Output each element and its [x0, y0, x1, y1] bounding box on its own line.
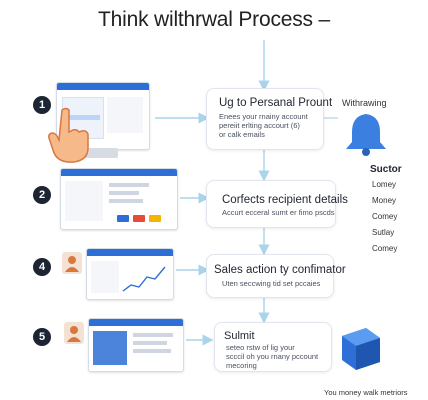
step-2-title: Corfects recipient details [222, 194, 348, 206]
step-1-desc-3: or calk emails [219, 130, 265, 139]
step-4-badge: 4 [33, 258, 51, 276]
step-4-desc-1: Uten seccwing tid set pccaies [222, 279, 321, 288]
step-4-screenshot [86, 248, 174, 300]
step-5-badge: 5 [33, 328, 51, 346]
step-2-box [206, 180, 336, 228]
step-5-desc-2: scccil oh you rnany pccount [226, 352, 319, 361]
side-item-3: Comey [372, 212, 398, 221]
withdrawing-caption: Withrawing [342, 98, 387, 108]
step-5-desc-1: seteo rstw of lig your [226, 343, 295, 352]
step-1-desc-1: Enees your rnainy account [219, 112, 308, 121]
cube-icon [342, 328, 380, 370]
side-item-4: Sutlay [372, 228, 395, 237]
page-title: Think wilthrwal Process – [98, 8, 330, 31]
side-item-2: Money [372, 196, 397, 205]
bell-icon [346, 114, 386, 156]
side-item-1: Lomey [372, 180, 397, 189]
step-4-box [206, 254, 334, 298]
step-5-screenshot [88, 318, 184, 372]
step-1-box [206, 88, 324, 150]
step-1-desc-2: pereiit erlting accourt (6) [219, 121, 300, 130]
step-1-badge: 1 [33, 96, 51, 114]
step-1-title: Ug to Persanal Prount [219, 97, 333, 109]
step-5-box [214, 322, 332, 372]
hand-pointer-icon [48, 107, 89, 163]
footer-text: You money walk metriors [324, 388, 408, 397]
step-2-desc-1: Accurt ecceral sumt er fimo pscds [222, 208, 335, 217]
monitor-stand [82, 148, 118, 158]
step-2-badge: 2 [33, 186, 51, 204]
step-5-title: Sulmit [224, 330, 255, 342]
side-item-5: Comey [372, 244, 398, 253]
step-4-title: Sales action ty confimator [214, 264, 346, 276]
step-5-desc-3: mecoring [226, 361, 257, 370]
step-2-screenshot [60, 168, 178, 230]
side-heading: Suctor [370, 164, 402, 175]
person-avatar-icon [64, 322, 84, 344]
person-avatar-icon [62, 252, 82, 274]
